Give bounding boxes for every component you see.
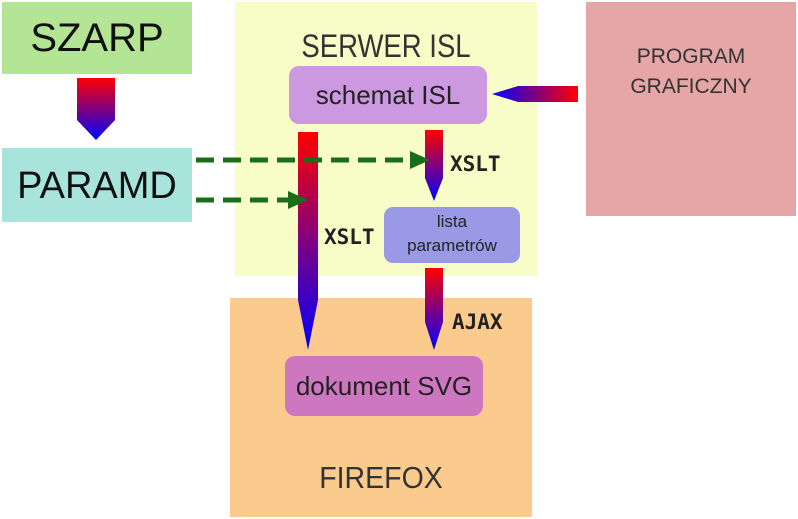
- arrow-program-to-schemat: [492, 86, 578, 102]
- szarp-box: [2, 2, 192, 74]
- szarp-label: SZARP: [30, 16, 164, 60]
- dashed-arrow-head-lower: [288, 191, 308, 209]
- arrow-szarp-to-paramd: [77, 78, 115, 140]
- paramd-label: PARAMD: [17, 165, 177, 207]
- arrow-schemat-to-lista: [425, 130, 443, 201]
- edge-label-ajax: AJAX: [452, 310, 503, 334]
- serwer-isl-title: SERWER ISL: [301, 28, 471, 64]
- program-graficzny-label-line2: GRAFICZNY: [630, 75, 752, 98]
- lista-parametrow-label-line2: parametrów: [407, 236, 497, 255]
- lista-parametrow-box: [384, 207, 520, 263]
- paramd-box: [2, 148, 192, 222]
- dokument-svg-label: dokument SVG: [295, 371, 473, 401]
- edge-label-xslt-upper: XSLT: [450, 152, 501, 176]
- firefox-title: FIREFOX: [319, 460, 443, 495]
- arrow-schemat-to-dokument: [298, 132, 318, 350]
- lista-parametrow-label-line1: lista: [436, 212, 468, 231]
- program-graficzny-box: [586, 2, 796, 216]
- schemat-isl-label: schemat ISL: [315, 80, 461, 110]
- edge-label-xslt-lower: XSLT: [324, 225, 375, 249]
- program-graficzny-label-line1: PROGRAM: [636, 45, 746, 68]
- dokument-svg-box: [285, 356, 483, 416]
- dashed-arrow-head-upper: [410, 151, 430, 169]
- arrow-lista-to-dokument: [425, 268, 443, 350]
- schemat-isl-box: [289, 66, 487, 124]
